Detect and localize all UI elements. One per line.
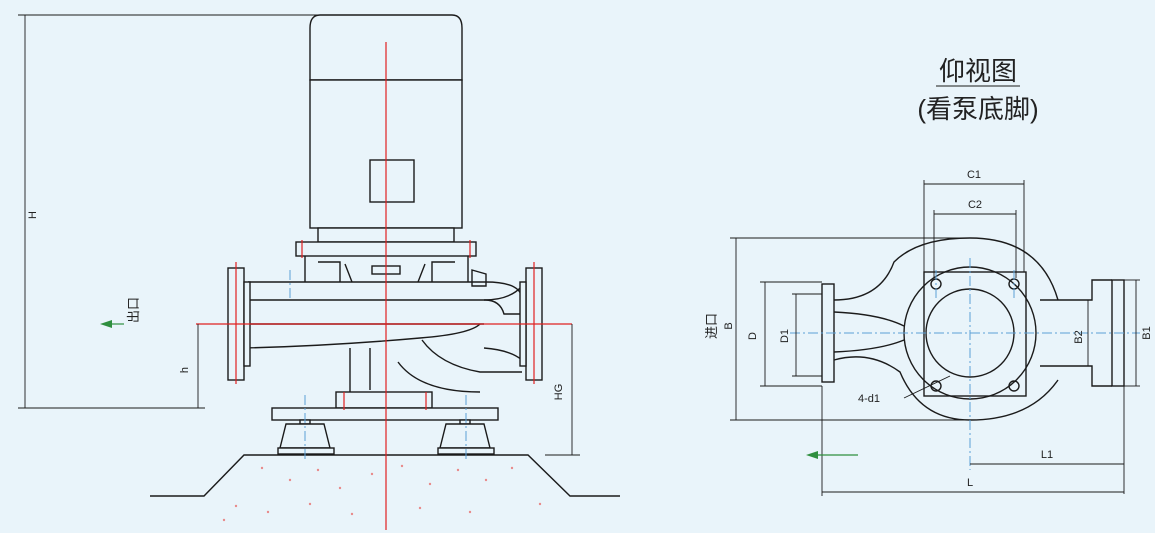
dimension-B2: B2	[1073, 300, 1089, 366]
dimension-HG: HG	[545, 324, 580, 456]
centerlines-side	[196, 42, 572, 530]
dim-label-HG: HG	[553, 384, 565, 401]
dimension-B1: B1	[1124, 279, 1153, 387]
motor-nameplate	[369, 159, 415, 203]
outlet-label: 出口	[126, 297, 141, 323]
inlet-indicator: 进口 B	[704, 313, 858, 459]
outlet-arrow: 出口	[100, 297, 141, 328]
bottom-view-subtitle: (看泵底脚)	[917, 94, 1038, 124]
dimension-B	[730, 237, 968, 421]
dimension-L: L	[821, 386, 1124, 496]
dim-label-B1: B1	[1141, 326, 1153, 339]
base-plate	[271, 407, 499, 455]
dimension-D1: D1	[779, 293, 822, 377]
dimension-H: H	[18, 14, 318, 409]
inlet-label: 进口	[704, 313, 719, 339]
dim-label-D1: D1	[779, 329, 791, 343]
dimension-C2: C2	[933, 199, 1017, 278]
dim-label-holes: 4-d1	[858, 393, 880, 405]
centerlines-bottom	[790, 258, 1140, 470]
dimension-h: h	[179, 324, 199, 408]
bottom-view-title: 仰视图	[939, 56, 1017, 86]
concrete-foundation	[150, 454, 620, 522]
bolt-hole	[930, 380, 942, 392]
dim-label-h: h	[179, 367, 191, 373]
dim-label-L1: L1	[1041, 449, 1053, 461]
pump-casing	[227, 267, 543, 409]
dim-label-B2: B2	[1073, 330, 1085, 343]
dim-label-B: B	[723, 322, 735, 329]
foot-plate	[923, 271, 1027, 397]
bolt-hole	[1008, 380, 1020, 392]
dimension-L1: L1	[970, 386, 1125, 494]
dimension-holes: 4-d1	[858, 375, 951, 405]
dim-label-C1: C1	[967, 169, 981, 181]
inlet-arrow	[806, 451, 818, 459]
dim-label-D: D	[747, 332, 759, 340]
dim-label-C2: C2	[968, 199, 982, 211]
side-elevation-view: H	[18, 14, 620, 530]
dimension-D: D	[747, 281, 822, 387]
bottom-view: 仰视图 (看泵底脚)	[704, 56, 1153, 496]
dim-label-L: L	[967, 477, 973, 489]
isolator-right	[439, 423, 491, 449]
dim-label-H: H	[27, 211, 39, 219]
dimension-C1: C1	[923, 169, 1025, 272]
